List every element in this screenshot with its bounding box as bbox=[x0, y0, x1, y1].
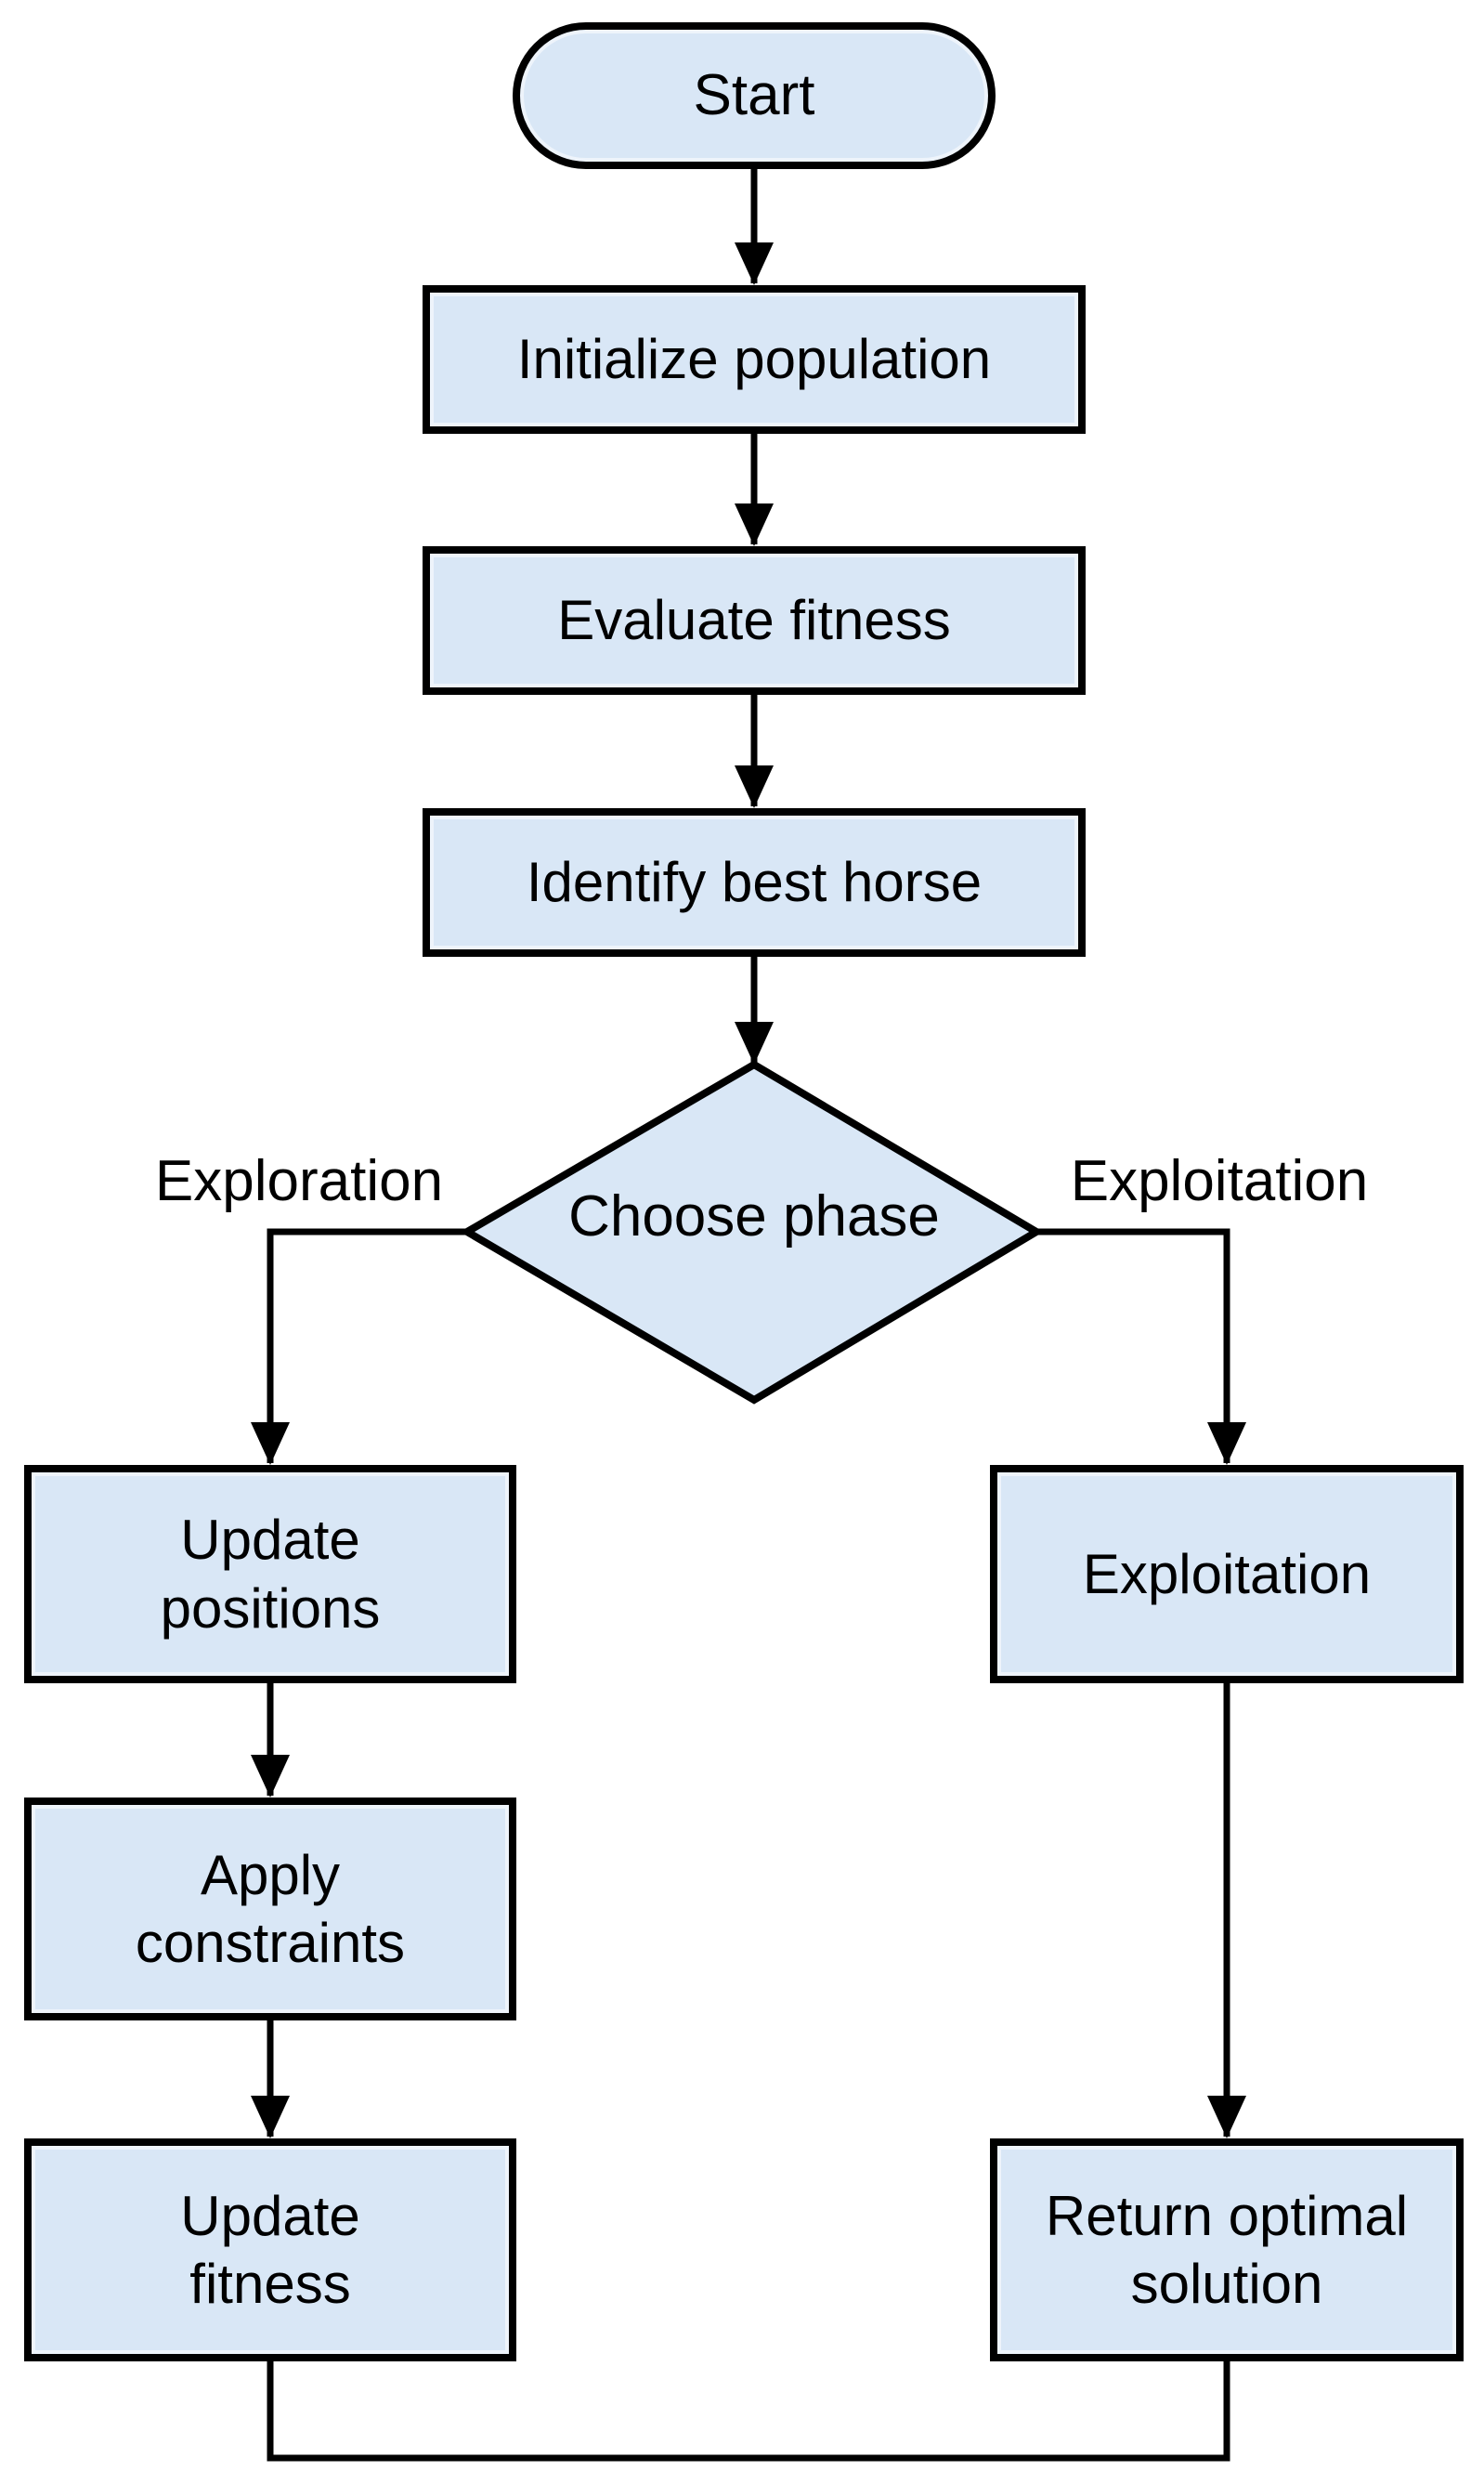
arrow-decision-to-exploitation bbox=[1036, 1228, 1246, 1465]
arrow-decision-to-update-positions bbox=[251, 1228, 467, 1465]
bottom-loop-connector bbox=[267, 2361, 1230, 2462]
decision-label-choose-phase: Choose phase bbox=[568, 1174, 940, 1260]
decision-label-choose-phase-text: Choose phase bbox=[568, 1184, 940, 1249]
node-evaluate-fitness: Evaluate fitness bbox=[423, 546, 1086, 695]
node-start: Start bbox=[513, 22, 996, 169]
node-initialize-population: Initialize population bbox=[423, 285, 1086, 434]
node-return-optimal-solution-line2: solution bbox=[1130, 2253, 1323, 2315]
node-apply-constraints-line2: constraints bbox=[135, 1912, 406, 1974]
decision-diamond bbox=[460, 1060, 1044, 1405]
node-identify-best-horse: Identify best horse bbox=[423, 808, 1086, 957]
node-evaluate-fitness-label: Evaluate fitness bbox=[557, 589, 951, 652]
node-update-fitness: Update fitness bbox=[24, 2138, 516, 2361]
node-start-label: Start bbox=[693, 63, 815, 128]
node-identify-best-horse-label: Identify best horse bbox=[526, 851, 983, 914]
branch-label-exploration-text: Exploration bbox=[154, 1149, 444, 1213]
node-exploitation: Exploitation bbox=[990, 1465, 1464, 1683]
node-return-optimal-solution: Return optimal solution bbox=[990, 2138, 1464, 2361]
node-apply-constraints-line1: Apply bbox=[200, 1843, 341, 1906]
branch-label-exploitation-text: Exploitation bbox=[1070, 1149, 1369, 1213]
node-update-positions: Update positions bbox=[24, 1465, 516, 1683]
node-exploitation-label: Exploitation bbox=[1082, 1542, 1372, 1605]
node-return-optimal-solution-line1: Return optimal bbox=[1045, 2184, 1409, 2247]
node-apply-constraints: Apply constraints bbox=[24, 1798, 516, 2020]
branch-label-exploitation: Exploitation bbox=[1038, 1152, 1400, 1211]
node-update-positions-line1: Update bbox=[180, 1509, 360, 1572]
node-update-fitness-line1: Update bbox=[180, 2184, 360, 2247]
node-update-positions-line2: positions bbox=[160, 1576, 381, 1640]
node-update-fitness-line2: fitness bbox=[189, 2253, 351, 2315]
node-initialize-population-label: Initialize population bbox=[516, 328, 992, 391]
branch-label-exploration: Exploration bbox=[121, 1152, 477, 1211]
